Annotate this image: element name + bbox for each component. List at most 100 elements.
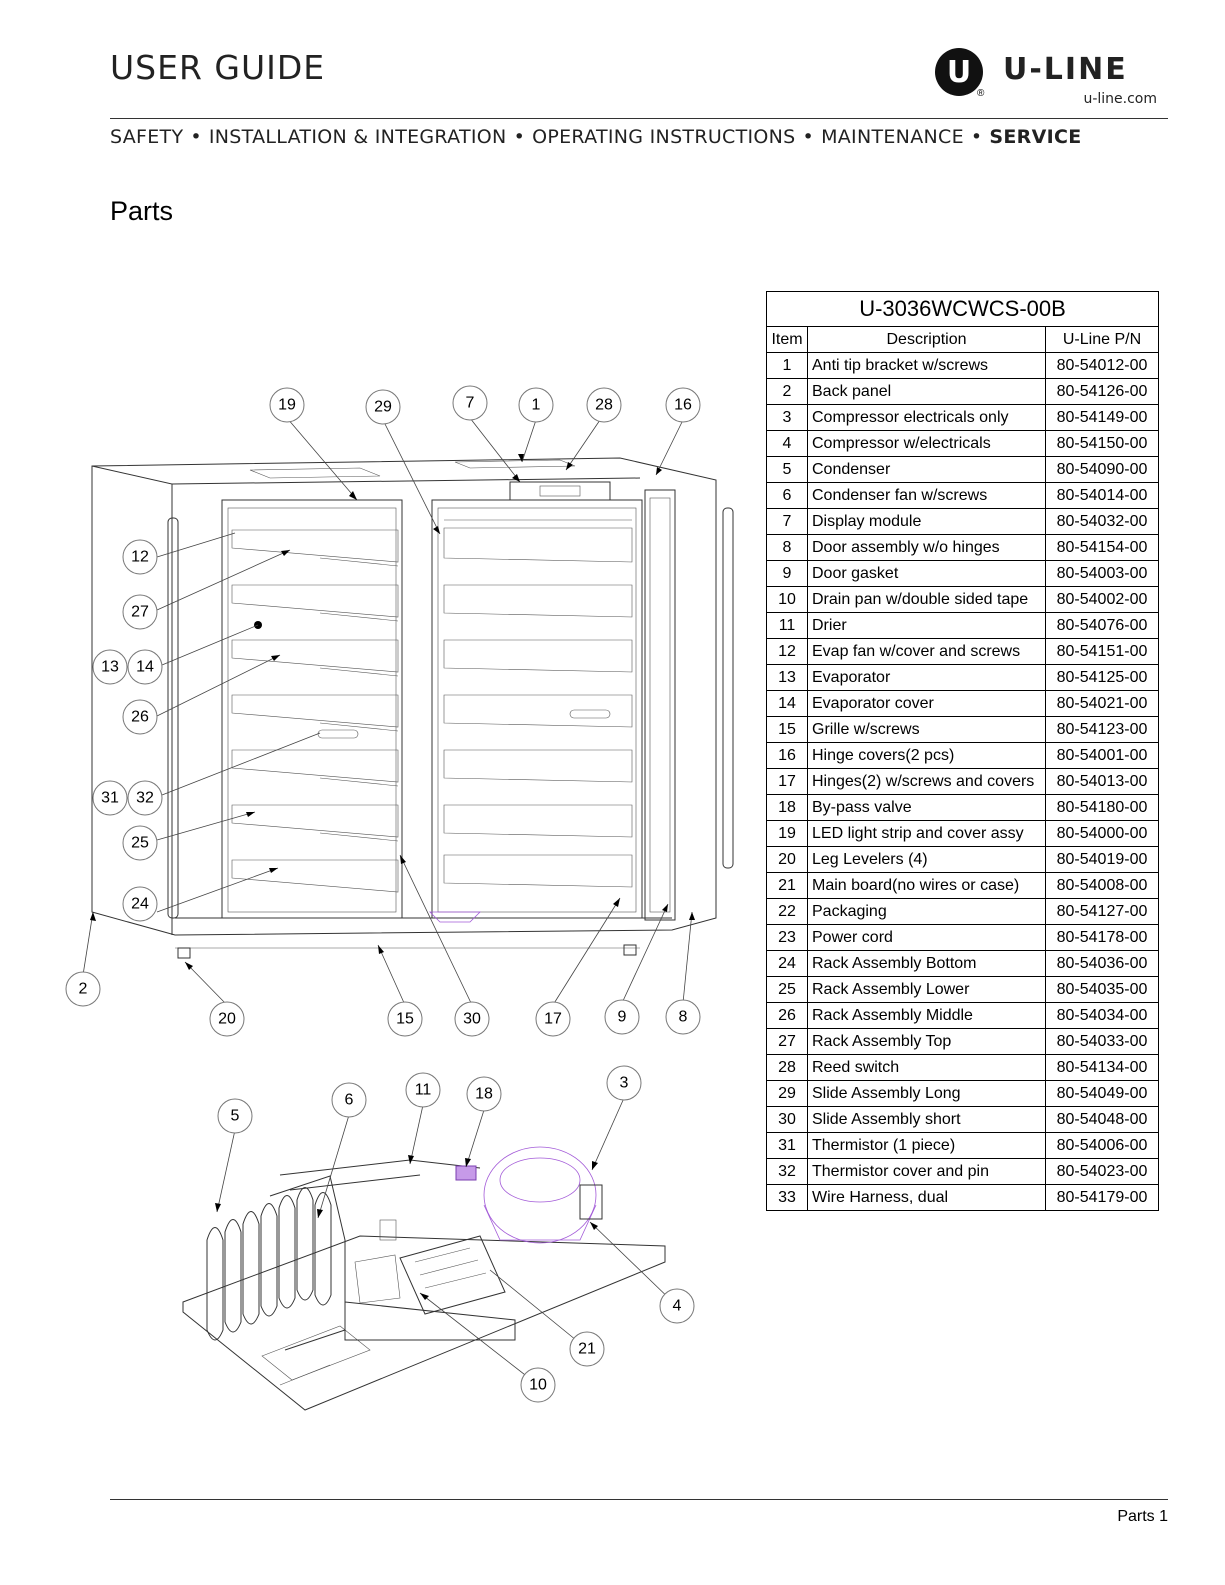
cell-item: 15 xyxy=(766,716,808,743)
cell-description: Power cord xyxy=(807,924,1046,951)
cell-item: 11 xyxy=(766,612,808,639)
cell-part-number: 80-54127-00 xyxy=(1045,898,1159,925)
callout-label: 25 xyxy=(131,835,149,852)
cell-description: Rack Assembly Middle xyxy=(807,1002,1046,1029)
callout-label: 7 xyxy=(466,395,475,412)
cell-description: Compressor w/electricals xyxy=(807,430,1046,457)
cell-description: Grille w/screws xyxy=(807,716,1046,743)
cell-description: Evaporator xyxy=(807,664,1046,691)
nav-item: INSTALLATION & INTEGRATION xyxy=(208,126,507,148)
cell-part-number: 80-54090-00 xyxy=(1045,456,1159,483)
cell-part-number: 80-54008-00 xyxy=(1045,872,1159,899)
cell-item: 26 xyxy=(766,1002,808,1029)
callout-8: 8 xyxy=(665,999,701,1035)
cell-item: 31 xyxy=(766,1132,808,1159)
cell-item: 14 xyxy=(766,690,808,717)
page-number: Parts 1 xyxy=(1117,1508,1168,1525)
cell-item: 28 xyxy=(766,1054,808,1081)
callout-11: 11 xyxy=(405,1072,441,1108)
cell-item: 23 xyxy=(766,924,808,951)
cell-part-number: 80-54014-00 xyxy=(1045,482,1159,509)
cell-part-number: 80-54035-00 xyxy=(1045,976,1159,1003)
callout-label: 9 xyxy=(618,1009,627,1026)
nav-separator: • xyxy=(970,126,983,148)
callout-label: 10 xyxy=(529,1377,547,1394)
section-title: Parts xyxy=(110,196,174,226)
callout-label: 4 xyxy=(673,1298,682,1315)
cell-item: 3 xyxy=(766,404,808,431)
cell-item: 7 xyxy=(766,508,808,535)
cell-part-number: 80-54036-00 xyxy=(1045,950,1159,977)
cell-description: Rack Assembly Lower xyxy=(807,976,1046,1003)
callout-label: 29 xyxy=(374,399,392,416)
cell-description: Main board(no wires or case) xyxy=(807,872,1046,899)
cell-item: 12 xyxy=(766,638,808,665)
column-header-description: Description xyxy=(807,326,1046,353)
callout-3: 3 xyxy=(606,1065,642,1101)
cell-part-number: 80-54151-00 xyxy=(1045,638,1159,665)
callout-label: 13 xyxy=(101,659,119,676)
cell-part-number: 80-54034-00 xyxy=(1045,1002,1159,1029)
cell-part-number: 80-54013-00 xyxy=(1045,768,1159,795)
table-model-row: U-3036WCWCS-00B xyxy=(766,291,1159,327)
cell-description: Slide Assembly Long xyxy=(807,1080,1046,1107)
cell-item: 20 xyxy=(766,846,808,873)
cell-description: Thermistor (1 piece) xyxy=(807,1132,1046,1159)
cell-item: 22 xyxy=(766,898,808,925)
nav-item: OPERATING INSTRUCTIONS xyxy=(532,126,796,148)
callout-label: 8 xyxy=(679,1009,688,1026)
callout-label: 26 xyxy=(131,709,149,726)
nav-item: SERVICE xyxy=(989,126,1082,148)
cell-part-number: 80-54023-00 xyxy=(1045,1158,1159,1185)
cell-description: Back panel xyxy=(807,378,1046,405)
compressor-assembly-drawing xyxy=(182,1146,666,1411)
callout-18: 18 xyxy=(466,1076,502,1112)
callout-17: 17 xyxy=(535,1001,571,1037)
callout-1: 1 xyxy=(518,387,554,423)
nav-item: MAINTENANCE xyxy=(821,126,964,148)
callout-label: 3 xyxy=(620,1075,629,1092)
cell-item: 5 xyxy=(766,456,808,483)
cell-part-number: 80-54126-00 xyxy=(1045,378,1159,405)
cell-description: Drier xyxy=(807,612,1046,639)
cell-description: Leg Levelers (4) xyxy=(807,846,1046,873)
parts-diagram: 19 29 7 1 28 16 12 27 13 14 26 31 32 25 … xyxy=(65,385,734,1411)
cell-description: Wire Harness, dual xyxy=(807,1184,1046,1211)
cell-description: LED light strip and cover assy xyxy=(807,820,1046,847)
refrigerator-drawing xyxy=(91,457,734,959)
cell-part-number: 80-54032-00 xyxy=(1045,508,1159,535)
cell-description: Condenser xyxy=(807,456,1046,483)
cell-description: Anti tip bracket w/screws xyxy=(807,352,1046,379)
cell-part-number: 80-54180-00 xyxy=(1045,794,1159,821)
callout-label: 6 xyxy=(345,1092,354,1109)
table-header-row: Item Description U-Line P/N xyxy=(766,326,1159,353)
cell-part-number: 80-54002-00 xyxy=(1045,586,1159,613)
cell-item: 4 xyxy=(766,430,808,457)
cell-part-number: 80-54178-00 xyxy=(1045,924,1159,951)
callout-24: 24 xyxy=(122,886,158,922)
callout-30: 30 xyxy=(454,1001,490,1037)
cell-item: 21 xyxy=(766,872,808,899)
callout-label: 5 xyxy=(231,1108,240,1125)
callout-19: 19 xyxy=(269,387,305,423)
cell-item: 1 xyxy=(766,352,808,379)
callout-label: 12 xyxy=(131,549,149,566)
callout-label: 20 xyxy=(218,1011,236,1028)
cell-part-number: 80-54003-00 xyxy=(1045,560,1159,587)
cell-item: 9 xyxy=(766,560,808,587)
cell-item: 17 xyxy=(766,768,808,795)
callout-13: 13 xyxy=(92,649,128,685)
callout-20: 20 xyxy=(209,1001,245,1037)
cell-item: 8 xyxy=(766,534,808,561)
